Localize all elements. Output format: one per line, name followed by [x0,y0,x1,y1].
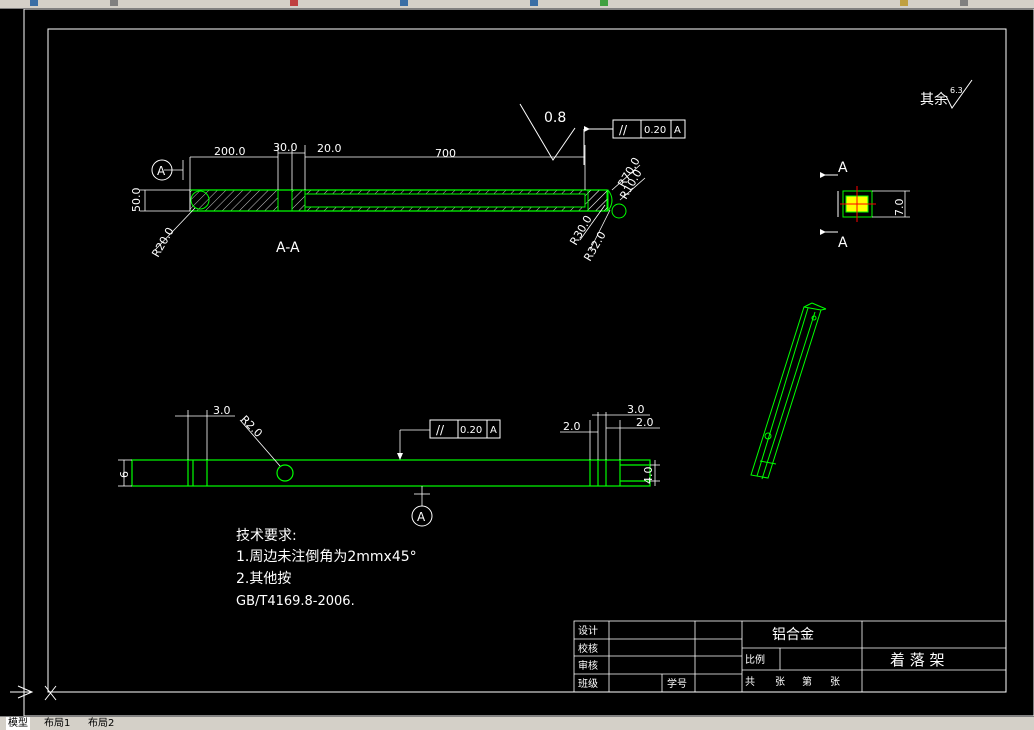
toolbar-icon[interactable] [110,0,118,6]
tolerance-arrow-bottom [397,453,403,460]
surface-finish-symbol [945,79,973,109]
tolerance-symbol-top: // [619,123,628,137]
tb-part-name: 着 落 架 [890,651,945,669]
tolerance-datum-bottom: A [490,425,497,436]
dimension-lines-top [140,145,646,251]
surface-finish-label: 其余 [920,91,948,108]
toolbar-icon[interactable] [900,0,908,6]
tb-check: 校核 [578,642,598,655]
side-view [820,172,910,235]
tab-layout2[interactable]: 布局2 [88,718,115,729]
layout-tab-bar: 模型 布局1 布局2 [0,716,1034,730]
tb-material: 铝合金 [772,627,814,643]
section-label: A-A [276,240,300,256]
toolbar-icon[interactable] [290,0,298,6]
tolerance-datum-top: A [674,125,681,136]
tab-layout1[interactable]: 布局1 [44,718,71,729]
title-block [573,620,1007,693]
dim-200: 200.0 [214,145,246,158]
roughness-value: 0.8 [544,110,566,126]
dim-4: 4.0 [642,467,655,485]
isometric-view [750,302,827,480]
datum-label-bottom: A [417,510,426,524]
tolerance-value-top: 0.20 [644,125,666,136]
toolbar-icon[interactable] [30,0,38,6]
dim-r20: R20.0 [149,225,176,259]
surface-finish-value: 6.3 [950,86,963,95]
dim-20: 20.0 [317,142,342,155]
datum-circle-bottom [411,505,433,527]
dim-50: 50.0 [130,188,143,213]
dim-2-a: 2.0 [563,420,581,433]
view-arrow-a-top: A [838,160,848,176]
dim-3-right: 3.0 [627,403,645,416]
tb-scale: 比例 [745,653,765,666]
tolerance-value-bottom: 0.20 [460,425,482,436]
tb-student-no: 学号 [667,677,687,690]
toolbar [0,0,1034,9]
tech-note-1: 1.周边未注倒角为2mmx45° [236,549,417,565]
front-view [131,459,651,487]
tb-sheets-current-unit: 张 [830,676,840,688]
tolerance-symbol-bottom: // [436,423,445,437]
tolerance-frame-top [583,119,686,165]
drawing-canvas[interactable]: 其余 6.3 A 200.0 30 [0,9,1034,716]
dim-700: 700 [435,147,456,160]
datum-circle-top [151,159,173,181]
tb-sheets-total: 共 [745,676,755,688]
toolbar-icon[interactable] [530,0,538,6]
tb-design: 设计 [578,624,598,637]
tolerance-frame-bottom [429,419,501,439]
roughness-symbol [519,103,576,161]
tech-note-2: 2.其他按 [236,571,291,587]
tech-notes-heading: 技术要求: [236,528,297,544]
ucs-icon [10,685,57,701]
dim-7: 7.0 [893,199,906,217]
toolbar-icon[interactable] [400,0,408,6]
dimension-lines-bottom [118,410,660,506]
tb-sheets-current: 第 [802,675,812,688]
section-view-top [189,189,627,219]
view-arrow-a-bottom: A [838,235,848,251]
datum-label-top: A [157,164,166,178]
tb-class: 班级 [578,678,598,690]
dim-3-left: 3.0 [213,404,231,417]
dim-2-b: 2.0 [636,416,654,429]
toolbar-icon[interactable] [600,0,608,6]
toolbar-icon[interactable] [960,0,968,6]
tab-model[interactable]: 模型 [6,717,30,730]
inner-frame [47,28,1007,693]
tb-review: 审核 [578,659,598,672]
outer-frame [23,9,1034,716]
tech-note-3: GB/T4169.8-2006. [236,594,355,609]
tb-sheets-total-unit: 张 [775,676,785,688]
dim-r2: R2.0 [238,413,265,440]
dim-6: 6 [118,471,131,478]
dim-30: 30.0 [273,141,298,154]
